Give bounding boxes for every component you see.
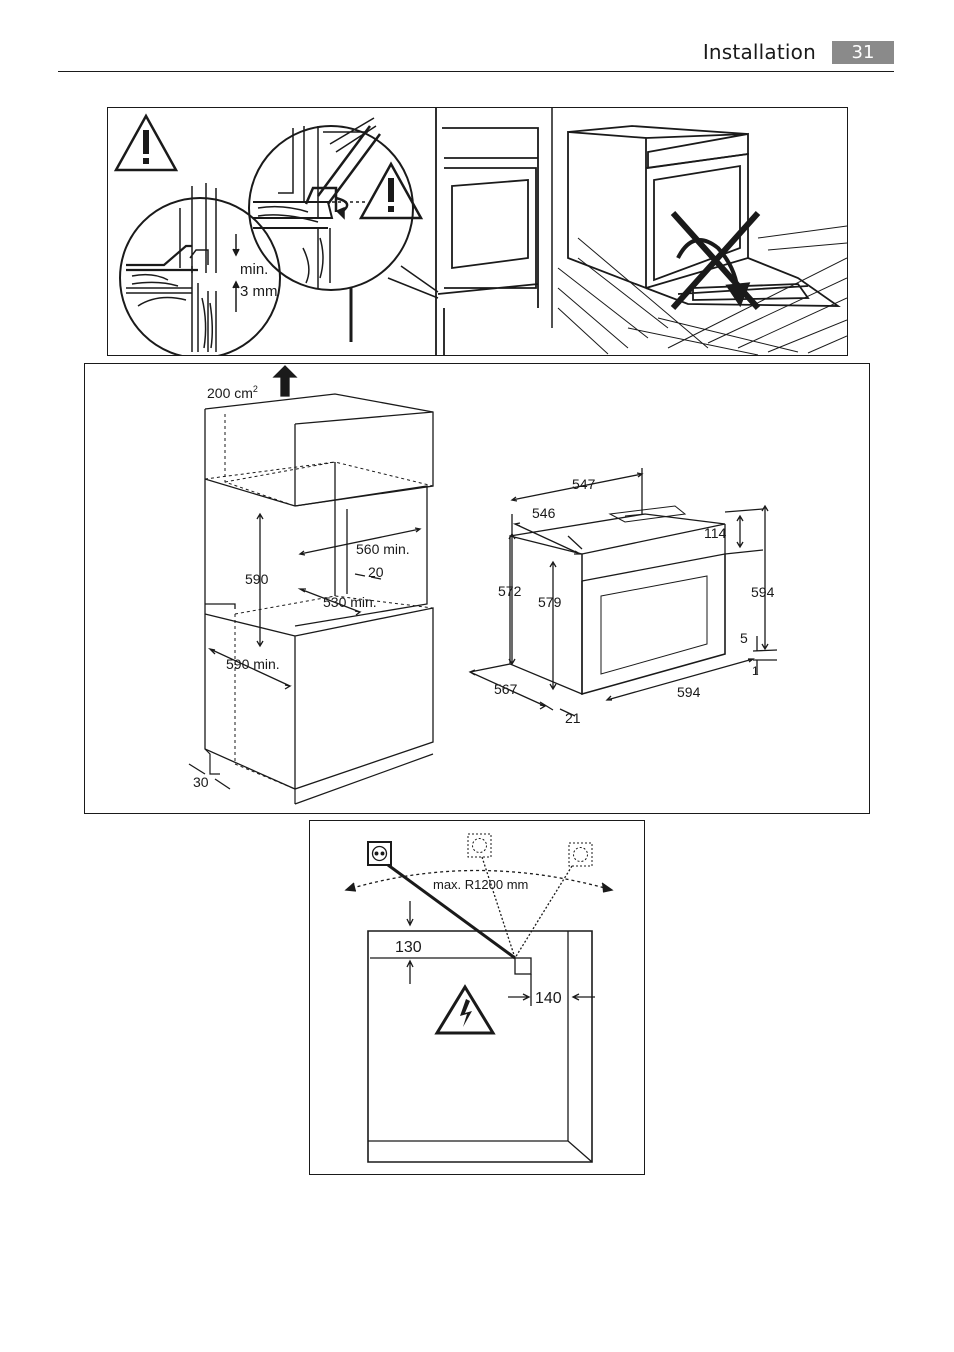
- max-radius-label: max. R1200 mm: [433, 877, 528, 892]
- dim-oven-594-height: 594: [751, 584, 775, 600]
- socket-position-drawing: max. R1200 mm 130 140: [344, 833, 614, 1163]
- figure-installation-gap: min. 3 mm: [107, 107, 848, 356]
- dim-socket-140: 140: [535, 990, 562, 1007]
- dim-oven-5: 5: [740, 630, 748, 646]
- dim-niche-width: 560 min.: [356, 541, 410, 557]
- socket-icon: [467, 833, 492, 858]
- page-header: Installation 31: [58, 38, 894, 72]
- vent-area-label: 200 cm2: [207, 384, 258, 401]
- socket-icon: [568, 842, 593, 867]
- section-title: Installation: [702, 40, 816, 64]
- dim-oven-1: 1: [752, 664, 759, 678]
- dim-socket-130: 130: [395, 939, 422, 956]
- electric-hazard-icon: [434, 984, 496, 1035]
- dim-niche-depth: 530 min.: [323, 594, 377, 610]
- dim-oven-21: 21: [565, 710, 581, 726]
- gap-label-3mm: 3 mm: [240, 283, 278, 300]
- socket-icon: [367, 841, 392, 866]
- dim-oven-579: 579: [538, 594, 562, 610]
- dim-oven-547: 547: [572, 476, 596, 492]
- dim-oven-594-width: 594: [677, 684, 701, 700]
- dim-oven-567: 567: [494, 681, 518, 697]
- page-number: 31: [832, 41, 894, 64]
- dim-cabinet-depth: 590 min.: [226, 656, 280, 672]
- dim-oven-114: 114: [704, 525, 727, 541]
- dim-panel-thickness: 30: [193, 774, 209, 790]
- figure-dimensions: 200 cm2 560 min. 20 590 530 min. 590 min…: [84, 363, 870, 814]
- dimensions-drawing: 200 cm2 560 min. 20 590 530 min. 590 min…: [188, 365, 778, 805]
- dim-oven-572: 572: [498, 583, 522, 599]
- gap-label-min: min.: [240, 261, 268, 278]
- dim-oven-546: 546: [532, 505, 556, 521]
- figure-socket-position: max. R1200 mm 130 140: [309, 820, 645, 1175]
- dim-niche-height: 590: [245, 571, 269, 587]
- dim-niche-gap: 20: [368, 564, 384, 580]
- warning-icon: [358, 161, 424, 220]
- installation-gap-drawing: min. 3 mm: [113, 108, 847, 355]
- warning-icon: [113, 113, 179, 172]
